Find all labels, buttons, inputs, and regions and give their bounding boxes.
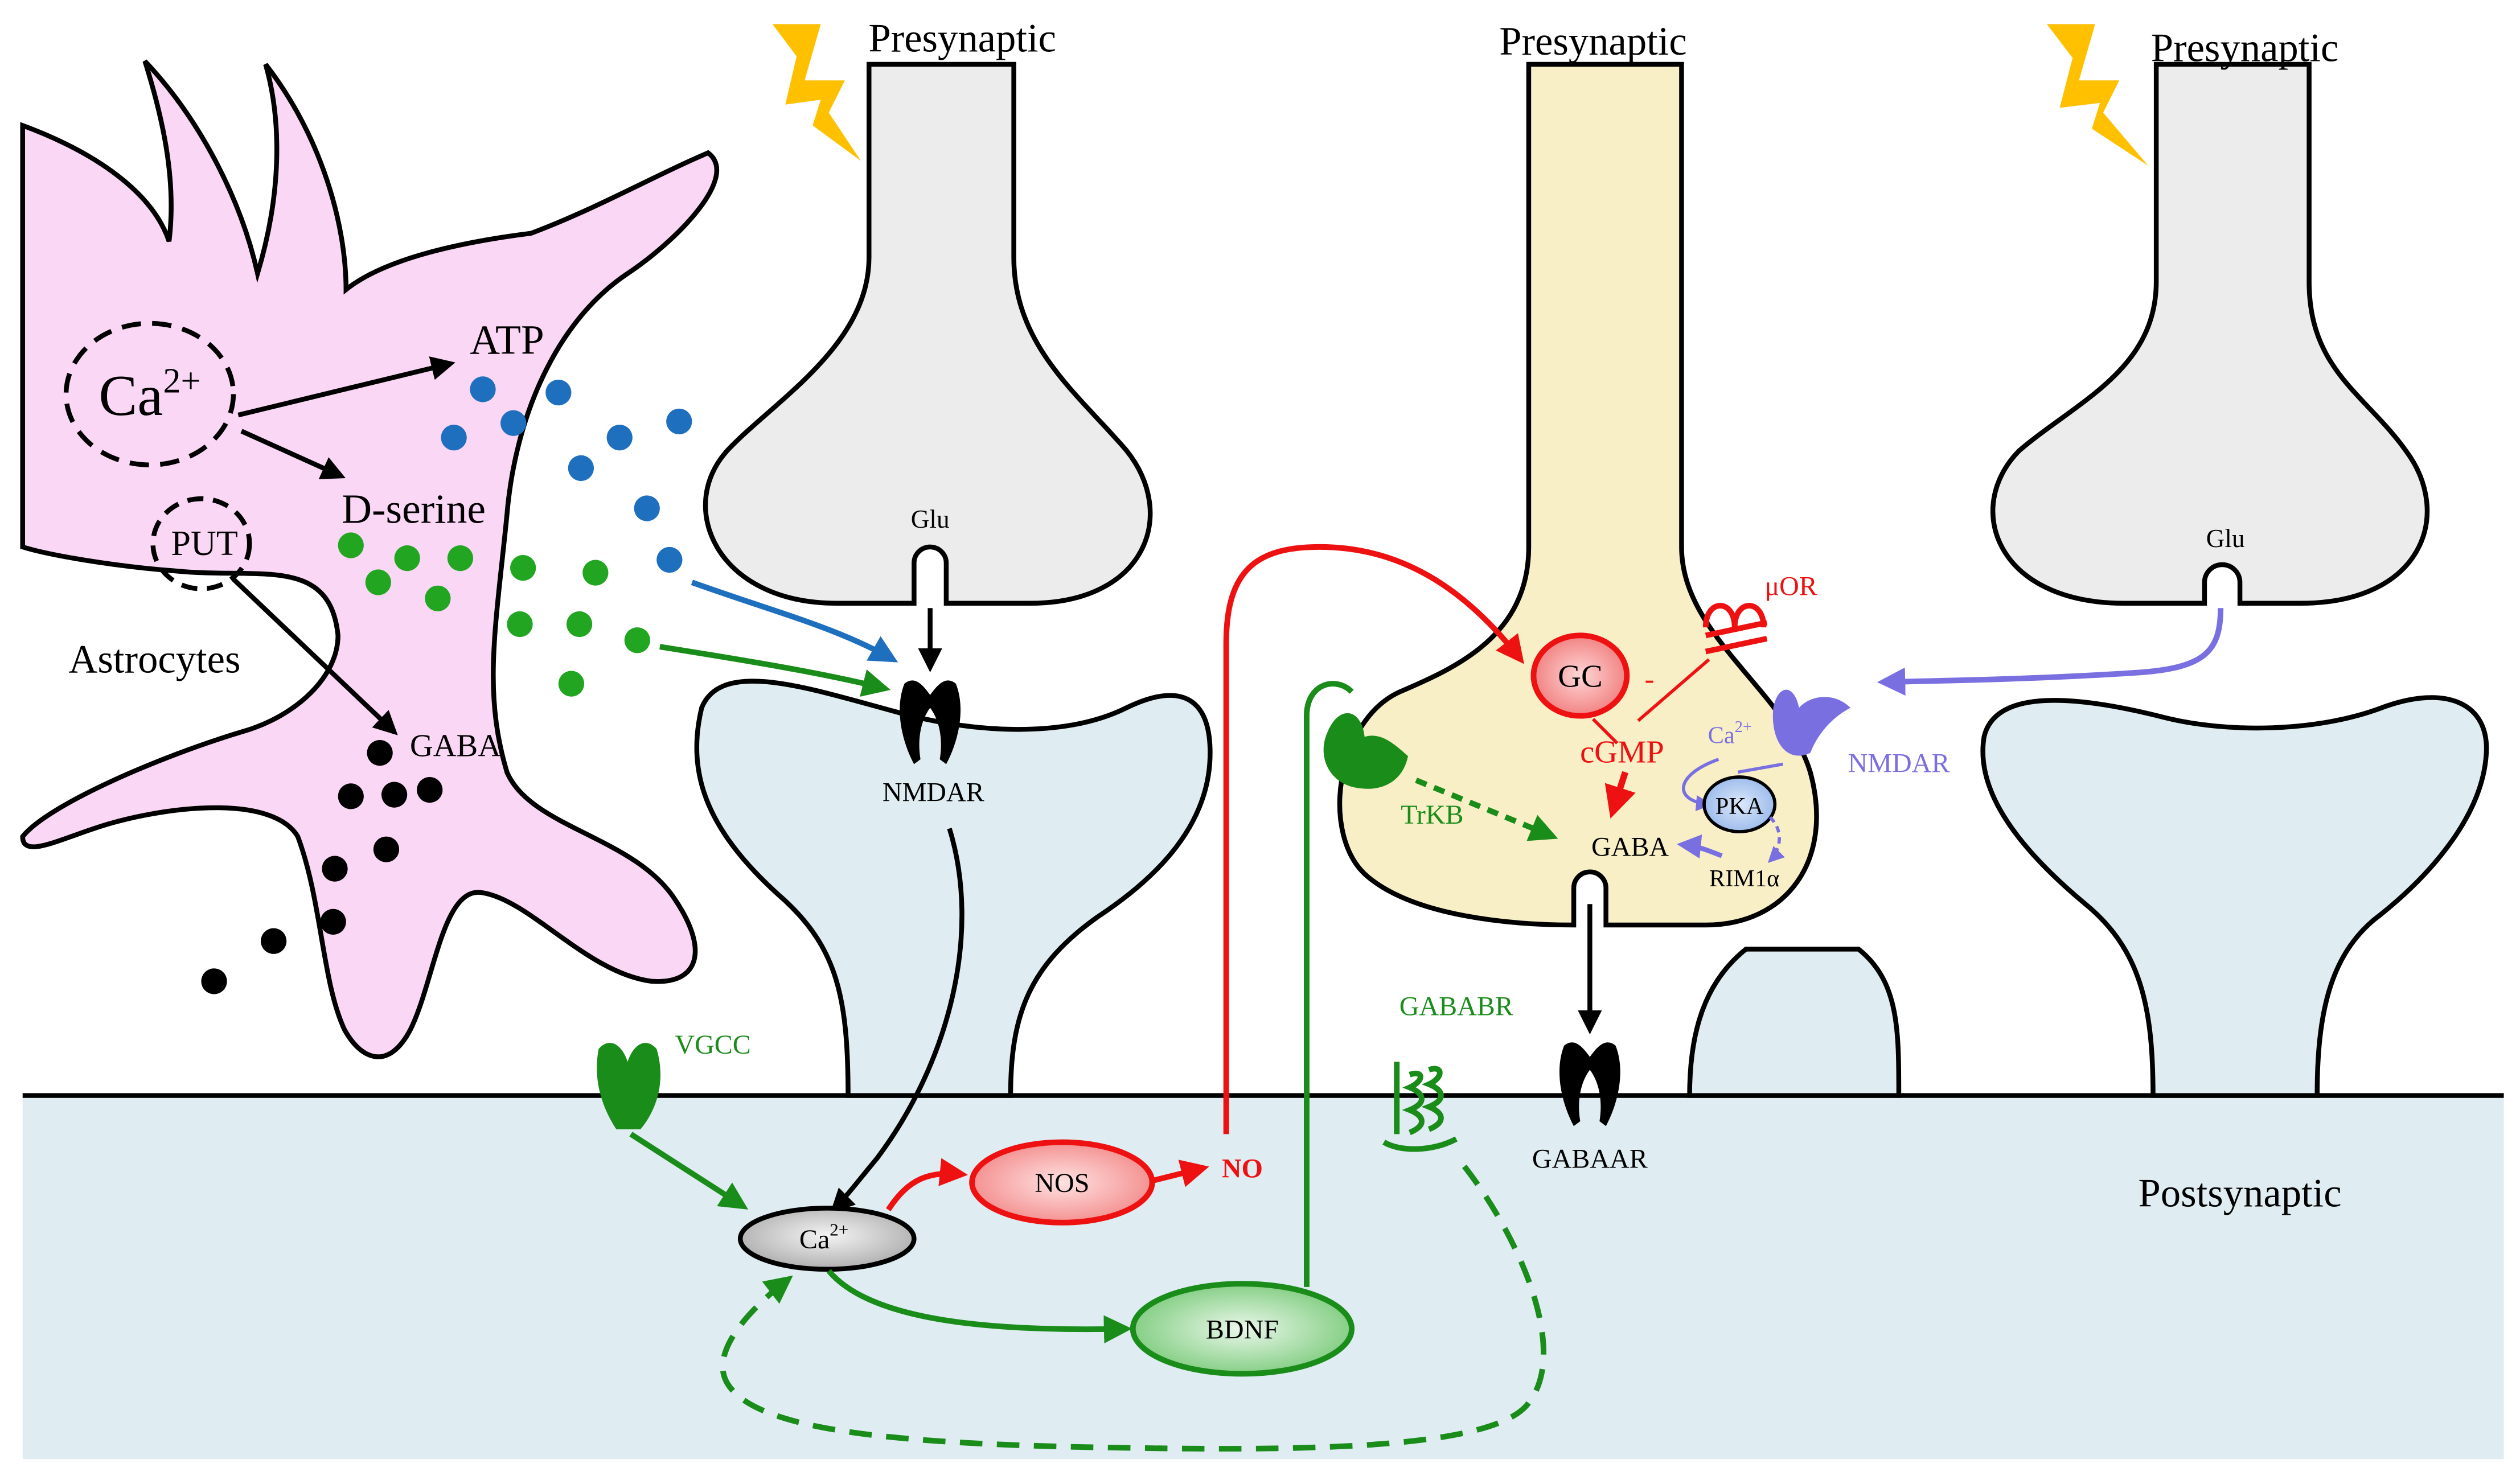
arrow-bdnf-to-trkb [1304, 681, 1354, 1287]
lightning-bolt-left-icon [772, 24, 861, 161]
arrow-ca-to-atp [237, 356, 455, 418]
gababr-label: GABABR [1399, 991, 1513, 1021]
astrocyte-calcium-store [63, 320, 236, 467]
postsynaptic-calcium [737, 1206, 917, 1272]
postsynaptic-spine-middle [1687, 947, 1902, 1098]
arrow-ca-to-nos [886, 1158, 968, 1211]
arrow-ca-to-dserine [240, 429, 346, 479]
gc-enzyme [1530, 632, 1630, 719]
arrow-trkb-to-gaba [1415, 778, 1558, 841]
trkb-icon [1323, 713, 1408, 789]
arrow-gababr-to-ca-dashed [720, 1164, 1546, 1452]
dserine-label: D-serine [342, 486, 486, 532]
trkb-label: TrKB [1401, 800, 1463, 830]
presynaptic-left-label: Presynaptic [868, 16, 1056, 60]
nos-enzyme [969, 1139, 1155, 1226]
bdnf-protein [1130, 1281, 1355, 1377]
presynaptic-right-label: Presynaptic [2151, 26, 2339, 70]
arrow-glu-to-nmdar-right [1877, 608, 2224, 696]
inhibition-line-mor-to-gc [1637, 658, 1710, 722]
inhibition-minus-label: - [1644, 664, 1654, 696]
no-label: NO [1222, 1154, 1263, 1184]
postsynaptic-spine-left [694, 679, 1213, 1098]
atp-vesicles [441, 376, 692, 573]
postsynaptic-calcium-label: Ca2+ [799, 1219, 848, 1255]
nmdar-left-icon [900, 680, 961, 764]
nmdar-right-icon [1772, 689, 1851, 756]
arrow-ca-to-bdnf [826, 1269, 1132, 1343]
nmdar-right-label: NMDAR [1848, 749, 1950, 779]
mor-label: μOR [1764, 572, 1817, 602]
putrescine-store [150, 496, 252, 591]
arrow-put-to-gaba [232, 577, 398, 735]
atp-label: ATP [470, 317, 544, 363]
postsynaptic-region [22, 1095, 2504, 1460]
glu-left-label: Glu [911, 505, 950, 533]
pka-kinase [1702, 775, 1777, 833]
mu-opioid-receptor-icon [1702, 603, 1768, 655]
presynaptic-calcium-label: Ca2+ [1708, 718, 1752, 749]
arrow-cgmp-to-gaba [1604, 771, 1636, 819]
lightning-bolt-right-icon [2046, 24, 2148, 166]
presynaptic-middle-label: Presynaptic [1499, 19, 1687, 64]
arrow-dserine-to-nmdar [659, 644, 891, 697]
postsynaptic-spine-right [1980, 695, 2489, 1098]
arrow-no-to-gc [1223, 544, 1524, 1134]
arrow-atp-to-nmdar [691, 579, 898, 663]
presynaptic-gaba-label: GABA [1591, 832, 1669, 862]
arrow-nmdar-to-ca [830, 828, 965, 1214]
arrow-ca-to-pka [1682, 758, 1719, 812]
gabaar-icon [1559, 1042, 1620, 1127]
postsynaptic-label: Postsynaptic [2139, 1171, 2342, 1216]
arrow-vgcc-to-ca [629, 1132, 749, 1210]
pka-label: PKA [1715, 793, 1764, 820]
vgcc-icon [597, 1043, 660, 1129]
nos-label: NOS [1035, 1168, 1089, 1198]
cgmp-label: cGMP [1580, 735, 1664, 770]
rim-label: RIM1α [1709, 865, 1779, 892]
gaba-vesicles-astrocyte [201, 740, 443, 994]
presynaptic-terminal-right [1990, 61, 2430, 606]
presynaptic-terminal-left [703, 61, 1153, 606]
arrow-nos-to-no [1151, 1160, 1209, 1187]
astrocyte-calcium-label: Ca2+ [98, 362, 200, 429]
bdnf-label: BDNF [1206, 1314, 1279, 1345]
dserine-vesicles [338, 532, 650, 697]
gababr-icon [1382, 1062, 1458, 1152]
arrow-pka-to-rim [1767, 816, 1785, 863]
putrescine-label: PUT [171, 524, 237, 563]
vgcc-label: VGCC [675, 1030, 750, 1060]
arrow-rim-to-gaba [1676, 834, 1723, 859]
nmdar-left-label: NMDAR [883, 777, 984, 807]
astrocyte-gaba-label: GABA [410, 728, 501, 763]
arrow-gc-to-cgmp [1592, 718, 1619, 745]
arrow-ca-pre-dashed [1737, 762, 1783, 774]
astrocyte-body [20, 59, 719, 1059]
glu-right-label: Glu [2206, 524, 2245, 553]
gc-label: GC [1558, 659, 1603, 694]
astrocytes-label: Astrocytes [68, 637, 240, 681]
gabaar-label: GABAAR [1532, 1144, 1648, 1174]
